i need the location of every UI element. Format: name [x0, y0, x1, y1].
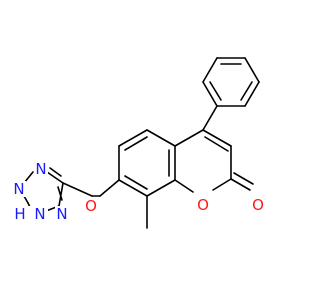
bond: [204, 136, 229, 152]
bond: [244, 81, 260, 107]
bond: [174, 129, 204, 147]
bond: [23, 195, 29, 204]
tetrazole-nh-h-label: H: [14, 205, 25, 223]
tetrazole-n3-atom: N: [55, 205, 69, 223]
bond: [244, 57, 260, 83]
bond: [99, 179, 120, 197]
carbonyl-oxygen-label: O: [252, 196, 264, 214]
ether-oxygen-atom: O: [84, 197, 98, 215]
tetrazole-n2-atom: N: [12, 180, 26, 198]
bond: [202, 57, 218, 83]
tetrazole-n1-atom: N: [34, 160, 48, 178]
bond: [46, 171, 64, 184]
bond: [202, 81, 218, 107]
bond: [49, 167, 62, 177]
ether-oxygen-label: O: [85, 197, 97, 215]
molecule-canvas: N N N H N O O O: [12, 57, 265, 229]
bond: [202, 105, 218, 131]
carbonyl-oxygen-atom: O: [251, 196, 265, 214]
bond: [202, 129, 232, 147]
bonds: [23, 57, 260, 229]
bond: [233, 172, 254, 185]
bond: [230, 178, 251, 191]
tetrazole-n2-label: N: [13, 180, 24, 198]
bond: [57, 186, 63, 201]
bond: [146, 129, 176, 147]
bond: [124, 136, 148, 151]
tetrazole-nh-atom: H N: [12, 205, 48, 223]
bond: [118, 129, 148, 147]
tetrazole-n3-label: N: [56, 205, 67, 223]
tetrazole-n1-label: N: [35, 160, 46, 178]
bond: [62, 182, 93, 197]
bond: [174, 179, 194, 193]
bond: [124, 175, 148, 190]
atom-labels: N N N H N O O O: [12, 160, 265, 223]
bond: [118, 179, 148, 197]
ring-oxygen-atom: O: [196, 196, 210, 214]
bond: [146, 179, 176, 197]
bond: [212, 178, 232, 191]
ring-oxygen-label: O: [197, 196, 209, 214]
tetrazole-nh-n-label: N: [34, 205, 45, 223]
bond: [209, 81, 222, 101]
structure-diagram: N N N H N O O O: [12, 57, 265, 229]
bond: [240, 81, 253, 101]
